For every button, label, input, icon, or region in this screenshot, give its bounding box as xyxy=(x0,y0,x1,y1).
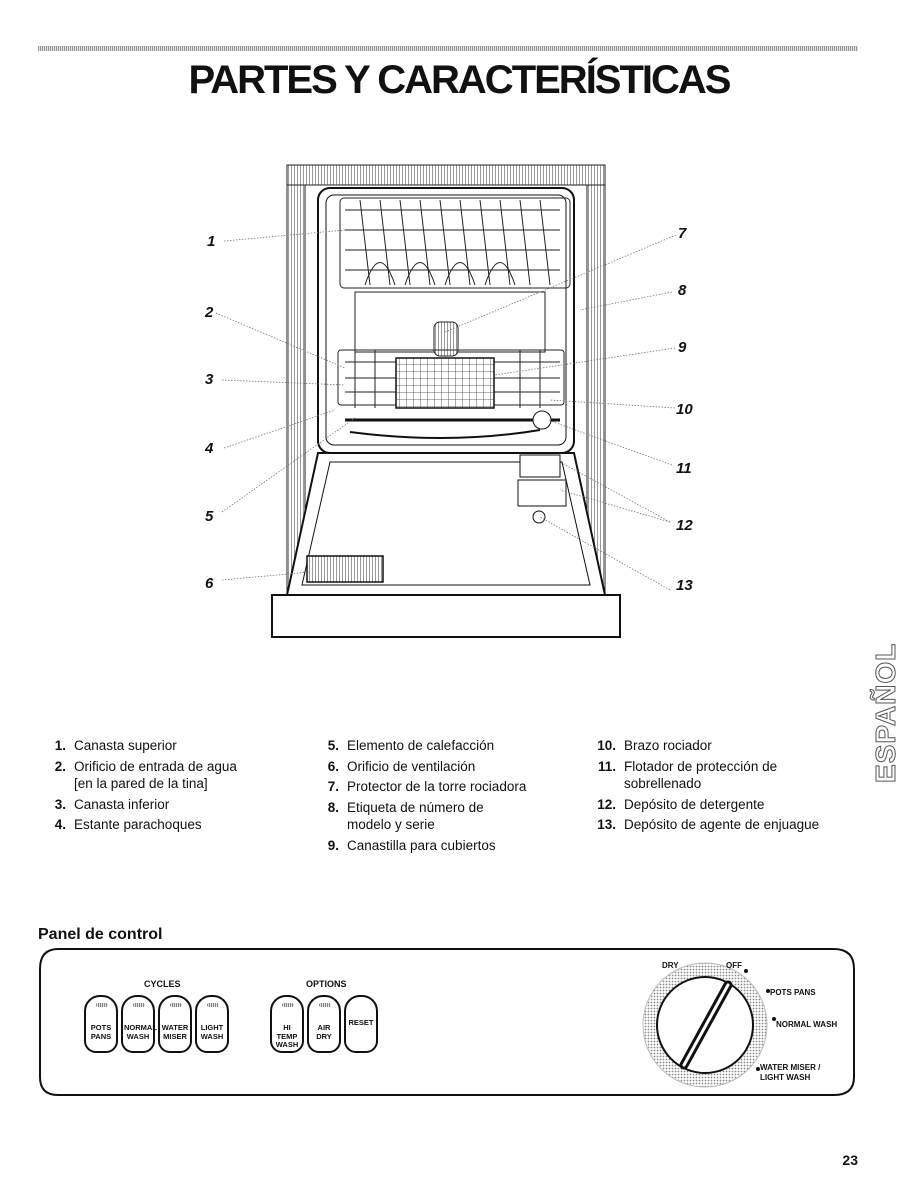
callout-3: 3 xyxy=(205,371,214,388)
list-item: 3.Canasta inferior xyxy=(54,796,170,812)
callout-13: 13 xyxy=(676,577,693,594)
page-title: PARTES Y CARACTERÍSTICAS xyxy=(188,58,732,102)
page-number: 23 xyxy=(842,1152,858,1168)
callout-4: 4 xyxy=(205,440,214,457)
pots-pans-button[interactable]: POTS PANS xyxy=(84,995,118,1053)
cycle-dial[interactable] xyxy=(38,947,856,1097)
dial-label-off: OFF xyxy=(726,961,742,970)
list-item: 10.Brazo rociador xyxy=(597,738,712,753)
list-item: 11.Flotador de protección de sobrellenad… xyxy=(597,758,778,792)
callout-1: 1 xyxy=(207,233,216,250)
list-item: 8.Etiqueta de número de modelo y serie xyxy=(327,799,484,833)
dial-label-dry: DRY xyxy=(662,961,679,970)
control-panel: CYCLES OPTIONS POTS PANS NORMAL WASH WAT… xyxy=(38,947,856,1097)
list-item: 1.Canasta superior xyxy=(54,738,177,753)
panel-heading: Panel de control xyxy=(38,926,163,943)
dial-label-water-miser: WATER MISER / LIGHT WASH xyxy=(760,1063,821,1082)
cycles-label: CYCLES xyxy=(144,979,181,989)
hi-temp-wash-button[interactable]: HI TEMP WASH xyxy=(270,995,304,1053)
callout-9: 9 xyxy=(678,339,687,356)
led-indicator xyxy=(170,1003,182,1007)
list-item: 6.Orificio de ventilación xyxy=(327,758,476,774)
language-tab: ESPAÑOL xyxy=(870,642,902,783)
water-miser-button[interactable]: WATER MISER xyxy=(158,995,192,1053)
callout-2: 2 xyxy=(205,304,214,321)
dial-label-pots-pans: POTS PANS xyxy=(770,988,816,997)
list-item: 7.Protector de la torre rociadora xyxy=(327,779,527,795)
led-indicator xyxy=(282,1003,294,1007)
parts-list-col2: 5.Elemento de calefacción 6.Orificio de … xyxy=(313,737,573,857)
led-indicator xyxy=(207,1003,219,1007)
parts-list-col1: 1.Canasta superior 2.Orificio de entrada… xyxy=(40,737,280,837)
callout-7: 7 xyxy=(678,225,687,242)
list-item: 9.Canastilla para cubiertos xyxy=(327,837,496,853)
list-item: 12.Depósito de detergente xyxy=(597,796,765,812)
callout-11: 11 xyxy=(676,460,692,477)
callout-10: 10 xyxy=(676,401,693,418)
top-rule xyxy=(38,46,858,51)
callout-6: 6 xyxy=(205,575,214,592)
list-item: 4.Estante parachoques xyxy=(54,817,202,833)
reset-button[interactable]: RESET xyxy=(344,995,378,1053)
led-indicator xyxy=(133,1003,145,1007)
dishwasher-diagram xyxy=(215,164,677,638)
list-item: 5.Elemento de calefacción xyxy=(327,738,495,753)
callout-5: 5 xyxy=(205,508,214,525)
light-wash-button[interactable]: LIGHT WASH xyxy=(195,995,229,1053)
air-dry-button[interactable]: AIR DRY xyxy=(307,995,341,1053)
parts-list-col3: 10.Brazo rociador 11.Flotador de protecc… xyxy=(590,737,855,837)
options-label: OPTIONS xyxy=(306,979,347,989)
callout-8: 8 xyxy=(678,282,687,299)
normal-wash-button[interactable]: NORMAL WASH xyxy=(121,995,157,1053)
panel-outline xyxy=(39,948,855,1096)
callout-12: 12 xyxy=(676,517,693,534)
dial-label-normal-wash: NORMAL WASH xyxy=(776,1020,838,1029)
list-item: 2.Orificio de entrada de agua [en la par… xyxy=(54,758,237,792)
led-indicator xyxy=(96,1003,108,1007)
led-indicator xyxy=(319,1003,331,1007)
list-item: 13.Depósito de agente de enjuague xyxy=(597,817,820,833)
